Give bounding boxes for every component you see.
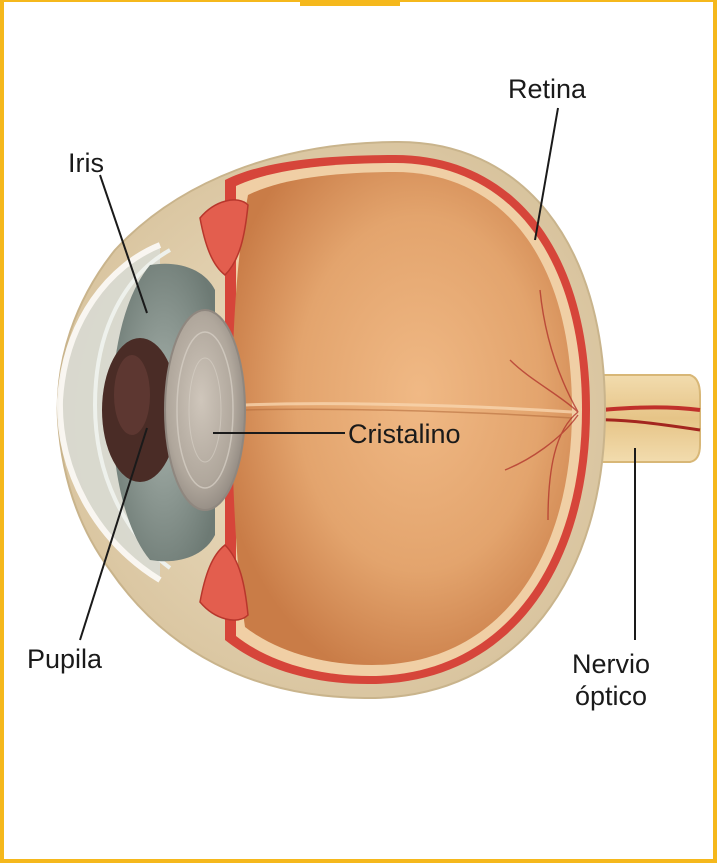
label-iris: Iris [68,147,104,179]
label-retina: Retina [508,73,586,105]
label-pupila: Pupila [27,643,102,675]
frame-top-tab [300,0,400,6]
label-nervio-optico: Nervio óptico [572,648,650,713]
label-nervio-line1: Nervio [572,648,650,680]
label-cristalino: Cristalino [348,418,461,450]
label-nervio-line2: óptico [572,680,650,712]
